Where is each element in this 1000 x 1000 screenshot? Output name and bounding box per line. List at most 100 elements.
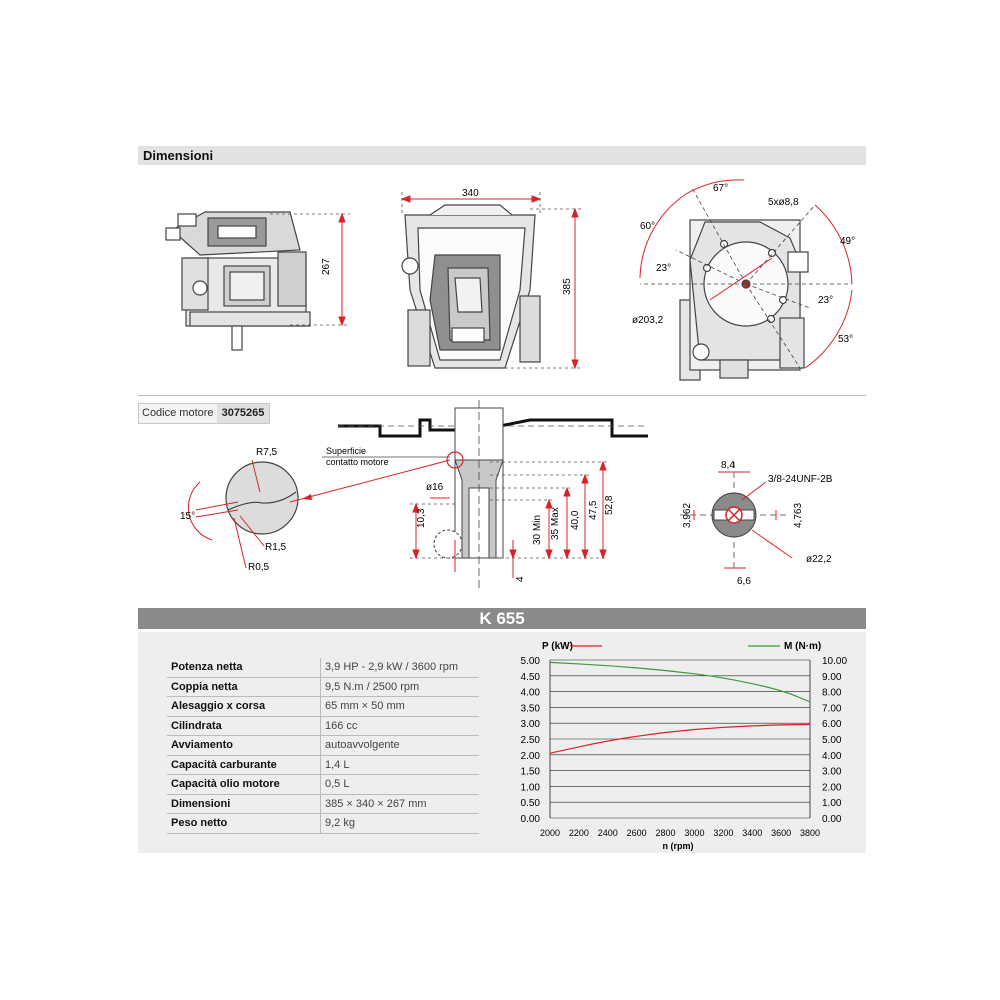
left-tick-label: 3.50 bbox=[521, 703, 541, 714]
x-axis-label: n (rpm) bbox=[663, 841, 694, 851]
right-tick-label: 0.00 bbox=[822, 814, 842, 825]
right-tick-label: 6.00 bbox=[822, 719, 842, 730]
model-bar: K 655 bbox=[138, 608, 866, 629]
x-tick-label: 3200 bbox=[713, 828, 733, 838]
d30min-label: 30 Min bbox=[532, 515, 543, 545]
d35max-label: 35 Max bbox=[550, 507, 561, 540]
d222-label: ø22,2 bbox=[806, 554, 832, 565]
spec-label: Capacità carburante bbox=[167, 755, 321, 775]
section-divider bbox=[138, 395, 866, 396]
d103-label: 10,3 bbox=[416, 508, 427, 528]
r75-label: R7,5 bbox=[256, 447, 278, 458]
x-tick-label: 3400 bbox=[742, 828, 762, 838]
left-tick-label: 2.00 bbox=[521, 751, 541, 762]
shaft-details: R7,5 15° R1,5 R0,5 Superficie contatto m… bbox=[180, 400, 833, 590]
right-tick-label: 10.00 bbox=[822, 656, 847, 667]
right-axis-label: M (N·m) bbox=[784, 641, 821, 652]
right-tick-label: 3.00 bbox=[822, 767, 842, 778]
engine-flange-view bbox=[679, 219, 809, 381]
d3962-label: 3,962 bbox=[682, 503, 693, 528]
x-tick-label: 2000 bbox=[540, 828, 560, 838]
spec-label: Capacità olio motore bbox=[167, 774, 321, 795]
dim-385-label: 385 bbox=[562, 278, 573, 295]
engine-front-view bbox=[401, 204, 541, 369]
flange-angle-arcs bbox=[639, 179, 853, 369]
left-tick-label: 3.00 bbox=[521, 719, 541, 730]
engine-views: 267 340 385 bbox=[165, 179, 855, 381]
left-tick-label: 5.00 bbox=[521, 656, 541, 667]
engine-side-view bbox=[165, 211, 311, 351]
d84-label: 8,4 bbox=[721, 460, 735, 471]
left-tick-label: 0.00 bbox=[521, 814, 541, 825]
x-tick-label: 2600 bbox=[627, 828, 647, 838]
d475-label: 47,5 bbox=[588, 500, 599, 520]
model-title: K 655 bbox=[479, 609, 525, 628]
spec-label: Dimensioni bbox=[167, 794, 321, 814]
spec-value: 3,9 HP - 2,9 kW / 3600 rpm bbox=[320, 658, 479, 678]
left-tick-label: 2.50 bbox=[521, 735, 541, 746]
right-tick-label: 1.00 bbox=[822, 798, 842, 809]
spec-value: autoavvolgente bbox=[320, 735, 479, 756]
d4-label: 4 bbox=[515, 576, 526, 582]
spec-label: Coppia netta bbox=[167, 677, 321, 697]
left-tick-label: 4.00 bbox=[521, 688, 541, 699]
angle-49-label: 49° bbox=[840, 236, 855, 247]
angle15-label: 15° bbox=[180, 511, 195, 522]
left-tick-label: 1.00 bbox=[521, 782, 541, 793]
spec-value: 0,5 L bbox=[320, 774, 479, 795]
dim-267-label: 267 bbox=[321, 258, 332, 275]
shaft-dims bbox=[412, 460, 607, 578]
d66-label: 6,6 bbox=[737, 576, 751, 587]
torque-series-line bbox=[549, 661, 811, 703]
right-tick-label: 7.00 bbox=[822, 703, 842, 714]
angle-60-label: 60° bbox=[640, 221, 655, 232]
spec-label: Cilindrata bbox=[167, 716, 321, 736]
spec-value: 166 cc bbox=[320, 716, 479, 736]
angle-23b-label: 23° bbox=[818, 295, 833, 306]
x-tick-label: 3000 bbox=[684, 828, 704, 838]
left-tick-label: 4.50 bbox=[521, 672, 541, 683]
x-tick-label: 2400 bbox=[598, 828, 618, 838]
r05-label: R0,5 bbox=[248, 562, 270, 573]
chart-series bbox=[549, 661, 811, 754]
shaft-section bbox=[338, 400, 648, 590]
spec-value: 385 × 340 × 267 mm bbox=[320, 794, 479, 814]
engine-code-label: Codice motore bbox=[142, 407, 214, 419]
chart-ticks: 0.00 0.00 0.50 1.00 1.00 2.00 1.50 3.00 2.00 4.00… bbox=[521, 656, 848, 838]
d4763-label: 4,763 bbox=[793, 503, 804, 528]
bolt-circle-label: ø203,2 bbox=[632, 315, 664, 326]
right-tick-label: 4.00 bbox=[822, 751, 842, 762]
d528-label: 52,8 bbox=[604, 495, 615, 515]
thread-label: 3/8-24UNF-2B bbox=[768, 474, 833, 485]
keyway-section bbox=[680, 462, 788, 570]
power-series-line bbox=[549, 723, 811, 754]
section-title: Dimensioni bbox=[143, 148, 214, 163]
spec-label: Peso netto bbox=[167, 813, 321, 834]
spec-label: Potenza netta bbox=[167, 658, 321, 678]
x-tick-label: 2800 bbox=[656, 828, 676, 838]
left-tick-label: 1.50 bbox=[521, 767, 541, 778]
front-dims bbox=[400, 195, 579, 370]
engine-code-value: 3075265 bbox=[217, 404, 269, 423]
spec-label: Avviamento bbox=[167, 735, 321, 756]
spec-value: 65 mm × 50 mm bbox=[320, 696, 479, 717]
angle-23a-label: 23° bbox=[656, 263, 671, 274]
left-tick-label: 0.50 bbox=[521, 798, 541, 809]
spec-label: Alesaggio x corsa bbox=[167, 696, 321, 717]
surface-label-line1: Superficie bbox=[326, 446, 366, 456]
spec-value: 9,5 N.m / 2500 rpm bbox=[320, 677, 479, 697]
chart-grid bbox=[549, 659, 811, 819]
right-tick-label: 8.00 bbox=[822, 688, 842, 699]
spec-value: 1,4 L bbox=[320, 755, 479, 775]
right-tick-label: 9.00 bbox=[822, 672, 842, 683]
right-tick-label: 2.00 bbox=[822, 782, 842, 793]
